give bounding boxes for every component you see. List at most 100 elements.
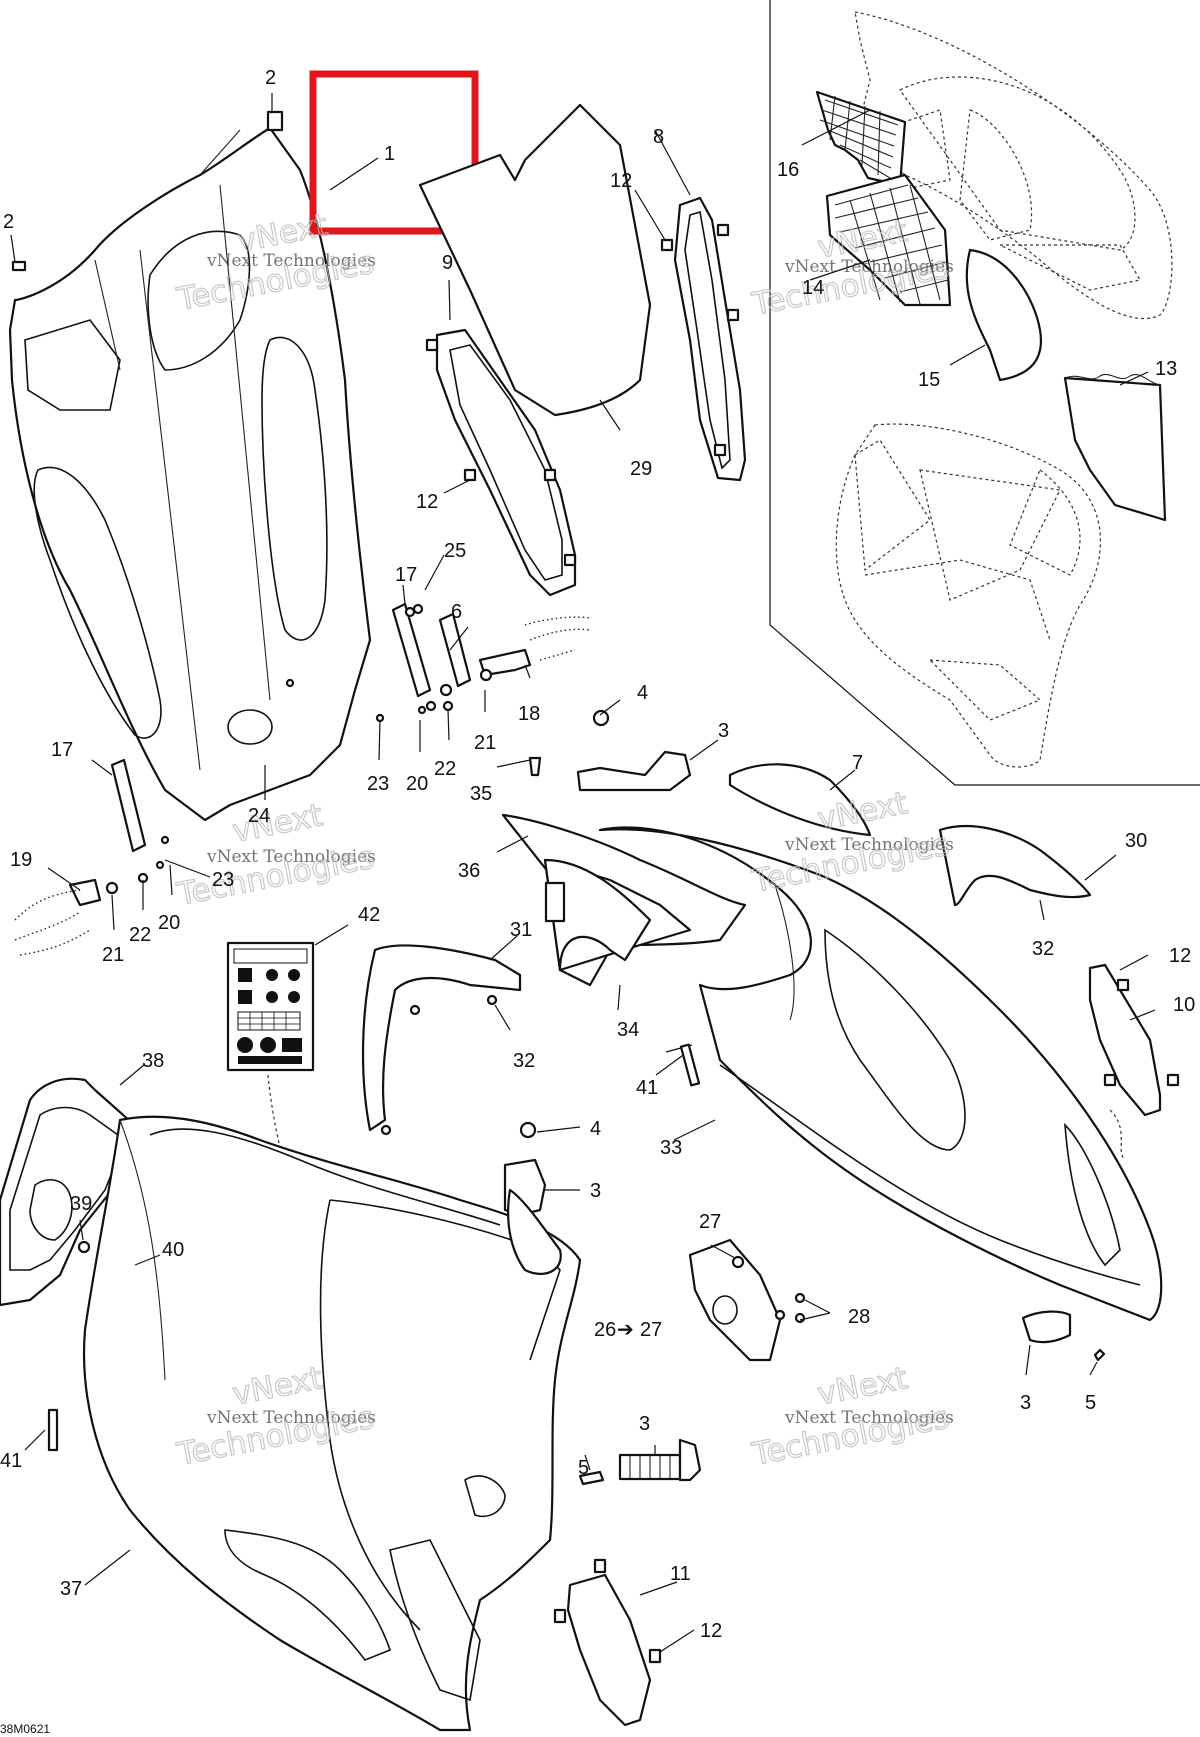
callout-9: 9 xyxy=(442,252,453,274)
callout-5: 5 xyxy=(578,1457,589,1479)
callout-32: 32 xyxy=(513,1050,535,1072)
side-panel-8 xyxy=(673,196,747,482)
watermark-text: vNext xyxy=(230,797,326,850)
diagram-code: 38M0621 xyxy=(0,1722,50,1736)
foam-pad-15 xyxy=(965,248,1043,382)
bracket-assembly-right xyxy=(285,602,591,723)
mesh-panel-14 xyxy=(825,173,952,307)
callout-20: 20 xyxy=(406,773,428,795)
callout-37: 37 xyxy=(60,1578,82,1600)
callout-40: 40 xyxy=(162,1239,184,1261)
callout-27: 27 xyxy=(640,1319,662,1341)
callout-20: 20 xyxy=(158,912,180,934)
callout-41: 41 xyxy=(0,1450,22,1472)
callout-18: 18 xyxy=(518,703,540,725)
upper-hood-panel xyxy=(8,126,372,822)
pin-41 xyxy=(47,1043,701,1452)
callout-12: 12 xyxy=(1169,945,1191,967)
callout-12: 12 xyxy=(700,1620,722,1642)
callout-25: 25 xyxy=(444,540,466,562)
trim-strip-31 xyxy=(361,944,522,1136)
callout-26: 26 xyxy=(594,1319,616,1341)
side-vent-panel-9 xyxy=(435,328,577,597)
highlight-box xyxy=(309,70,479,235)
callout-8: 8 xyxy=(653,126,664,148)
callout-34: 34 xyxy=(617,1019,639,1041)
callout-15: 15 xyxy=(918,369,940,391)
callout-1: 1 xyxy=(384,143,395,165)
side-panel-10 xyxy=(1088,963,1180,1117)
callout-7: 7 xyxy=(852,752,863,774)
handle-3-center xyxy=(503,1121,702,1486)
callout-28: 28 xyxy=(848,1306,870,1328)
callout-4: 4 xyxy=(637,682,648,704)
callout-32: 32 xyxy=(1032,938,1054,960)
side-vent-panel-38 xyxy=(0,1077,142,1307)
watermark-text: vNext Technologies xyxy=(206,251,376,271)
watermark-text: vNext Technologies xyxy=(784,835,954,855)
arrow-glyph: ➔ xyxy=(617,1319,634,1341)
callout-14: 14 xyxy=(802,277,824,299)
callout-27: 27 xyxy=(699,1211,721,1233)
foam-pad-13 xyxy=(1063,374,1167,522)
callout-17: 17 xyxy=(51,739,73,761)
inset-hood-lower xyxy=(835,423,1102,768)
watermark-text: vNext Technologies xyxy=(784,1408,954,1428)
callout-23: 23 xyxy=(212,869,234,891)
watermark-text: vNext Technologies xyxy=(206,1408,376,1428)
callout-13: 13 xyxy=(1155,358,1177,380)
callout-24: 24 xyxy=(248,805,270,827)
callout-19: 19 xyxy=(10,849,32,871)
callout-11: 11 xyxy=(670,1563,691,1585)
callout-3: 3 xyxy=(718,720,729,742)
callout-21: 21 xyxy=(474,732,496,754)
callout-30: 30 xyxy=(1125,830,1147,852)
callout-3: 3 xyxy=(639,1413,650,1435)
callout-33: 33 xyxy=(660,1137,682,1159)
nose-trim-34 xyxy=(501,813,747,987)
callout-3: 3 xyxy=(1020,1392,1031,1414)
callout-6: 6 xyxy=(451,601,462,623)
watermark-text: vNext Technologies xyxy=(784,257,954,277)
side-panel-11 xyxy=(553,1558,662,1727)
callout-21: 21 xyxy=(102,944,124,966)
callout-38: 38 xyxy=(142,1050,164,1072)
callout-16: 16 xyxy=(777,159,799,181)
watermark-text: vNext xyxy=(815,1360,911,1413)
handle-3-upper xyxy=(522,709,692,839)
callout-5: 5 xyxy=(1085,1392,1096,1414)
windshield-film-29 xyxy=(418,103,652,417)
inset-detail-box xyxy=(769,0,1200,786)
callout-42: 42 xyxy=(358,904,380,926)
callout-4: 4 xyxy=(590,1118,601,1140)
bracket-assembly-left xyxy=(14,758,170,956)
callout-23: 23 xyxy=(367,773,389,795)
callout-29: 29 xyxy=(630,458,652,480)
callout-10: 10 xyxy=(1173,994,1195,1016)
lower-side-panel-37 xyxy=(82,1115,582,1732)
trim-piece-30 xyxy=(938,824,1092,907)
callout-3: 3 xyxy=(590,1180,601,1202)
leader-lines xyxy=(10,93,1156,1653)
callout-39: 39 xyxy=(70,1193,92,1215)
callout-41: 41 xyxy=(636,1077,658,1099)
callout-22: 22 xyxy=(434,758,456,780)
handle-3-right xyxy=(1021,1310,1106,1362)
callout-2: 2 xyxy=(265,67,276,89)
clip-set-12 xyxy=(11,110,740,567)
callout-2: 2 xyxy=(3,211,14,233)
callout-12: 12 xyxy=(610,170,632,192)
callout-31: 31 xyxy=(510,919,532,941)
trim-piece-7 xyxy=(728,763,872,837)
callout-36: 36 xyxy=(458,860,480,882)
warning-label-42 xyxy=(226,941,315,1072)
callout-35: 35 xyxy=(470,783,492,805)
side-panel-33 xyxy=(598,826,1163,1322)
callout-labels: 1 2 2 8 12 9 12 29 16 14 15 13 17 25 6 1… xyxy=(0,67,1195,1642)
callout-22: 22 xyxy=(129,924,151,946)
callout-17: 17 xyxy=(395,564,417,586)
callout-12: 12 xyxy=(416,491,438,513)
bracket-26-27 xyxy=(688,1238,806,1362)
watermark-text: vNext Technologies xyxy=(206,847,376,867)
